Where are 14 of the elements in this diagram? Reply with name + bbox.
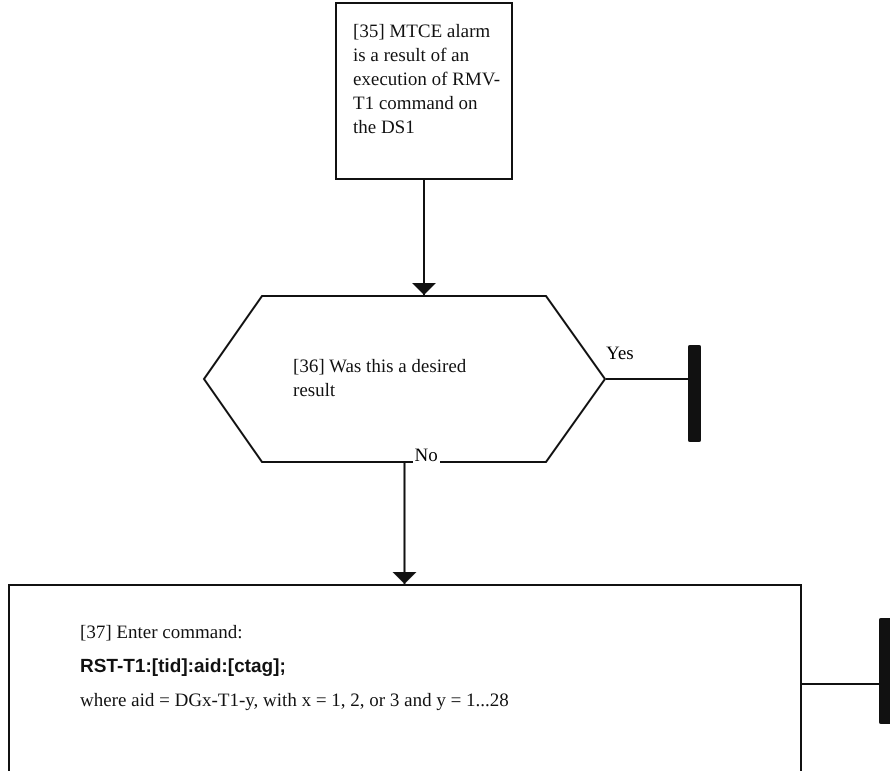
process-box [335, 2, 513, 180]
decision-hexagon [203, 295, 606, 463]
command-text: RST-T1:[tid]:aid:[ctag]; [80, 655, 287, 679]
step-text: [37] Enter command: [80, 621, 244, 645]
step-text: [35] MTCE alarm is a result of an execution of RMV-T1 command on the DS1 [353, 20, 501, 140]
arrow [392, 463, 416, 584]
connector-line [606, 378, 688, 380]
end-bar [879, 618, 890, 724]
arrow [412, 180, 436, 295]
process-box [8, 584, 802, 771]
step-text: where aid = DGx-T1-y, with x = 1, 2, or 3 and y = 1...28 [80, 689, 510, 713]
connector-line [802, 683, 879, 685]
step-text: [36] Was this a desired result [293, 355, 468, 403]
end-bar [688, 345, 701, 442]
